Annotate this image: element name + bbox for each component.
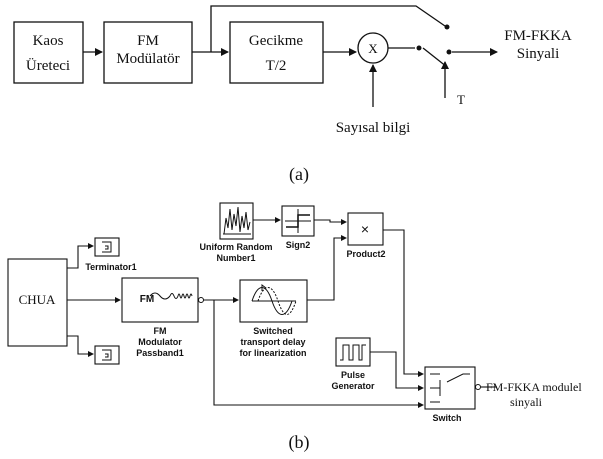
delay-wave-shifted-icon xyxy=(257,287,297,315)
fm-modulator-label-1: FM xyxy=(137,33,159,49)
terminator1-label: Terminator1 xyxy=(85,262,136,272)
uniform-random-label-2: Number1 xyxy=(216,253,255,263)
sign2-label: Sign2 xyxy=(286,240,311,250)
chaos-generator-label-1: Kaos xyxy=(33,33,64,49)
terminator2-icon xyxy=(102,349,112,361)
transport-delay-block xyxy=(239,279,308,323)
delay-label-2: T/2 xyxy=(266,58,287,74)
fm-block-text: FM xyxy=(140,294,154,305)
terminator1-block xyxy=(94,237,120,257)
pulse-generator-label-1: Pulse xyxy=(341,370,365,380)
switch-label: Switch xyxy=(432,413,461,423)
output-label-a-2: Sinyali xyxy=(517,46,560,62)
switch-contacts-a xyxy=(416,24,452,55)
chua-block xyxy=(7,258,68,347)
diagram-b-icons xyxy=(149,206,481,403)
fm-passband-label-1: FM xyxy=(154,326,167,336)
delay-label-1: Gecikme xyxy=(249,33,303,49)
fm-output-port-icon xyxy=(198,297,204,303)
terminator1-icon xyxy=(102,241,112,253)
transport-delay-label-2: transport delay xyxy=(240,337,305,347)
output-label-a-1: FM-FKKA xyxy=(504,28,572,44)
diagram-b xyxy=(7,202,497,410)
product2-block xyxy=(347,212,384,246)
delay-wave-icon xyxy=(251,287,293,315)
fm-modulator-label-2: Modülatör xyxy=(116,51,179,67)
transport-delay-label-1: Switched xyxy=(253,326,293,336)
caption-b: (b) xyxy=(289,432,310,453)
diagram-a xyxy=(13,5,498,107)
switch-block xyxy=(424,366,476,410)
chaos-generator-label-2: Üreteci xyxy=(26,57,70,74)
fm-passband-label-3: Passband1 xyxy=(136,348,184,358)
product-symbol: × xyxy=(361,221,369,237)
random-noise-icon xyxy=(223,206,251,235)
transport-delay-label-3: for linearization xyxy=(239,348,306,358)
pulse-wave-icon xyxy=(340,344,366,361)
multiplier-symbol: X xyxy=(368,41,378,56)
product2-label: Product2 xyxy=(346,249,385,259)
switch-t-label: T xyxy=(457,92,465,107)
sign2-block xyxy=(281,205,315,237)
output-label-b-2: sinyali xyxy=(510,395,543,409)
uniform-random-block xyxy=(219,202,254,240)
output-label-b-1: FM-FKKA modulel xyxy=(486,380,582,394)
uniform-random-label-1: Uniform Random xyxy=(200,242,273,252)
terminator2-block xyxy=(94,345,120,365)
fm-passband-block xyxy=(121,277,199,323)
digital-info-label: Sayısal bilgi xyxy=(336,120,411,136)
fm-wave-icon xyxy=(149,292,193,300)
fm-passband-label-2: Modulator xyxy=(138,337,182,347)
sign-function-icon xyxy=(286,214,310,228)
caption-a: (a) xyxy=(289,164,309,185)
switch-lever-icon xyxy=(446,373,470,383)
chua-label: CHUA xyxy=(19,292,56,307)
switch-output-port-icon xyxy=(475,384,481,390)
delay-slash-icon xyxy=(261,284,267,291)
pulse-generator-label-2: Generator xyxy=(331,381,375,391)
